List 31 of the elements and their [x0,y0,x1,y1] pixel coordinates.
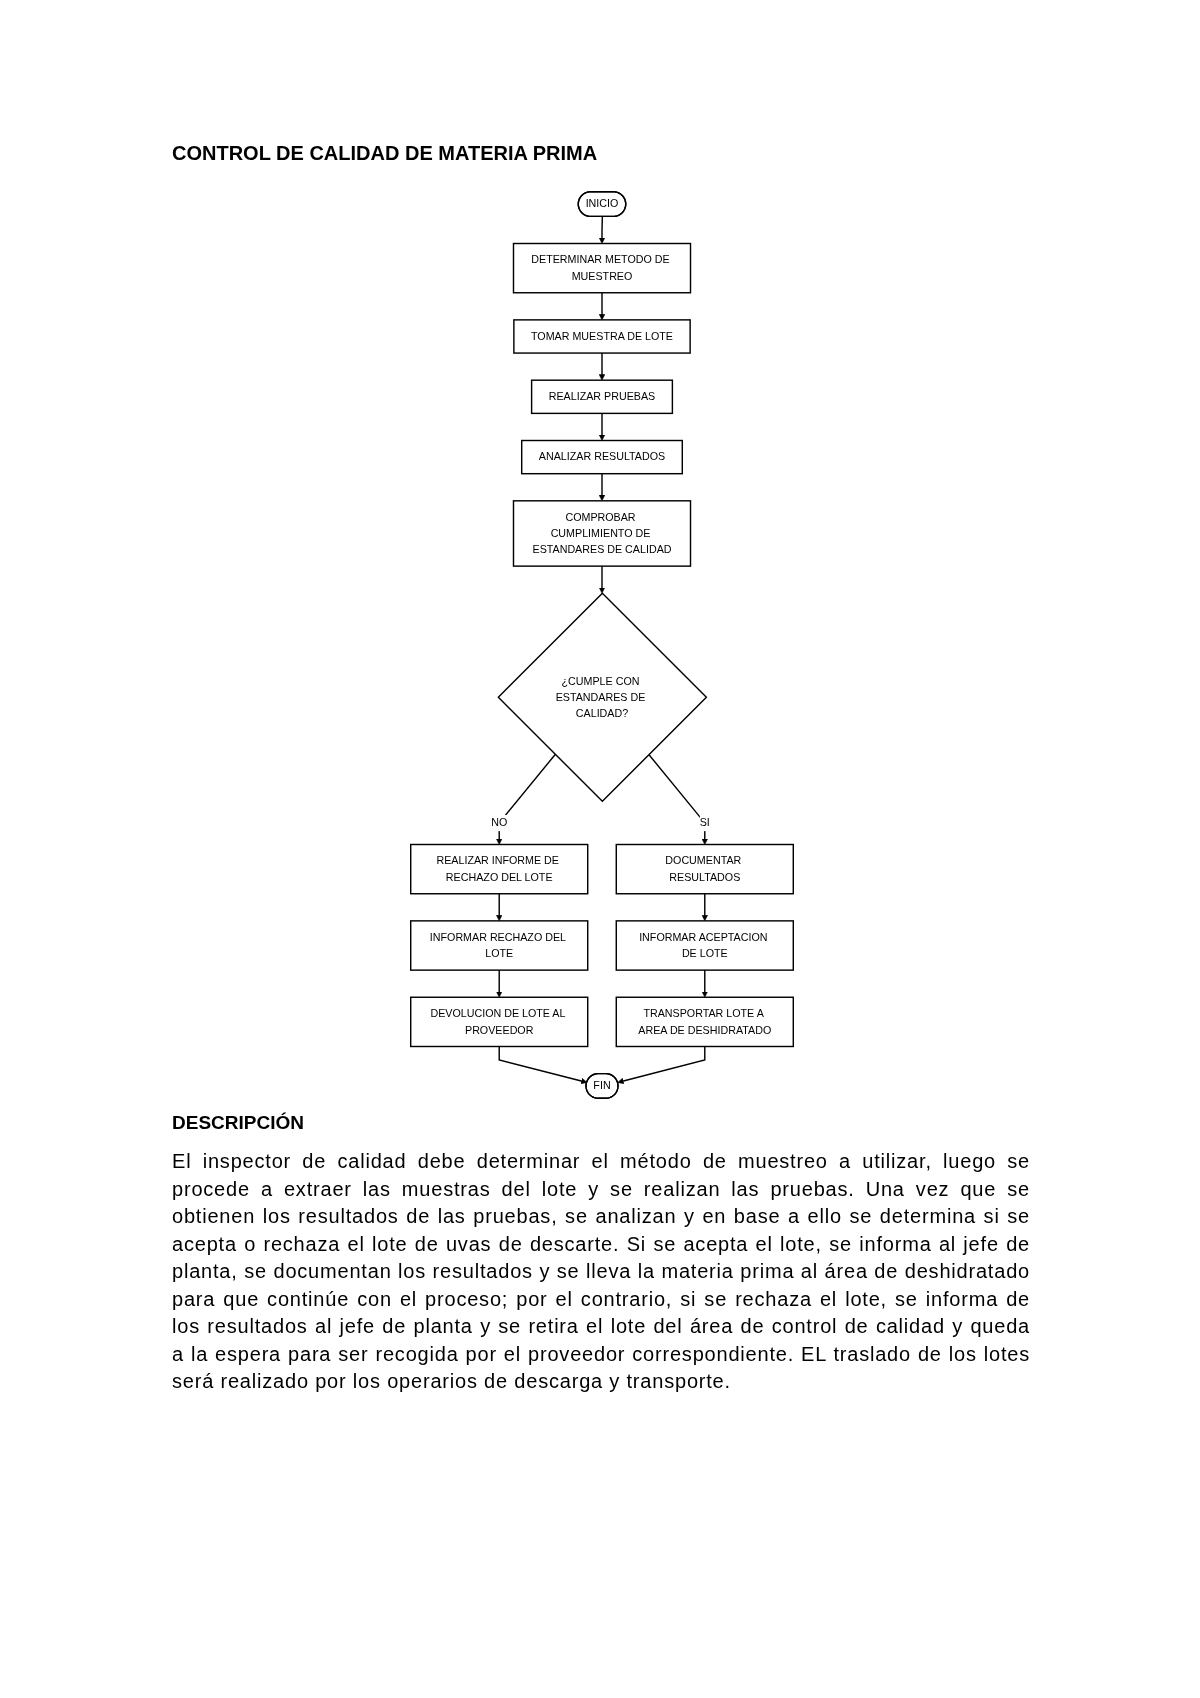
arrow [598,565,606,594]
arrow [701,969,708,998]
node-box: ANALIZAR RESULTADOS [521,439,683,475]
node-diamond: ¿CUMPLE CON ESTANDARES DE CALIDAD? [497,592,708,803]
arrow [598,216,606,244]
arrow [498,1045,588,1085]
section-heading: DESCRIPCIÓN [172,1112,304,1134]
node-box: TOMAR MUESTRA DE LOTE [513,319,691,354]
node-box: REALIZAR INFORME DE RECHAZO DEL LOTE [410,843,589,895]
description-paragraph: El inspector de calidad debe determinar el método de muestreo a utilizar, luego se procede a extraer las muestras del lote y se realizan las pruebas. Una vez que se obtienen los resultados de las pruebas, se analizan y en base a ello se determina si se acepta o rechaza el lote de uvas de descarte. Si se acepta el lote, se informa al jefe de planta, se documentan los resultados y se lleva la materia prima al área de deshidratado para que continúe con el proceso; por el contrario, si se rechaza el lote, se informa de los resultados al jefe de planta y se retira el lote del área de control de calidad y queda a la espera para ser recogida por el proveedor correspondiente. EL traslado de los lotes será realizado por los operarios de descarga y transporte. [172,1149,1030,1394]
arrow [701,893,708,922]
edge-label: SI [699,816,710,829]
diagram-title: CONTROL DE CALIDAD DE MATERIA PRIMA [172,142,598,165]
arrow [496,893,503,922]
arrow [617,1045,706,1085]
arrow [598,292,606,321]
node-box: REALIZAR PRUEBAS [530,379,674,415]
node-box: TRANSPORTAR LOTE A AREA DE DESHIDRATADO [615,996,794,1048]
node-box: DOCUMENTAR RESULTADOS [615,843,794,895]
arrow [496,969,503,998]
arrow [598,412,606,441]
arrow [496,753,556,845]
arrow [598,473,606,502]
node-box: INFORMAR RECHAZO DEL LOTE [410,920,589,971]
arrow [598,352,606,381]
node-box: DEVOLUCION DE LOTE AL PROVEEDOR [410,996,589,1048]
node-box: INFORMAR ACEPTACION DE LOTE [615,920,794,971]
edge-label: NO [491,816,508,829]
arrow [648,753,708,845]
node-box: DETERMINAR METODO DE MUESTREO [512,242,692,294]
node-box: COMPROBAR CUMPLIMIENTO DE ESTANDARES DE CALIDAD [512,500,692,567]
